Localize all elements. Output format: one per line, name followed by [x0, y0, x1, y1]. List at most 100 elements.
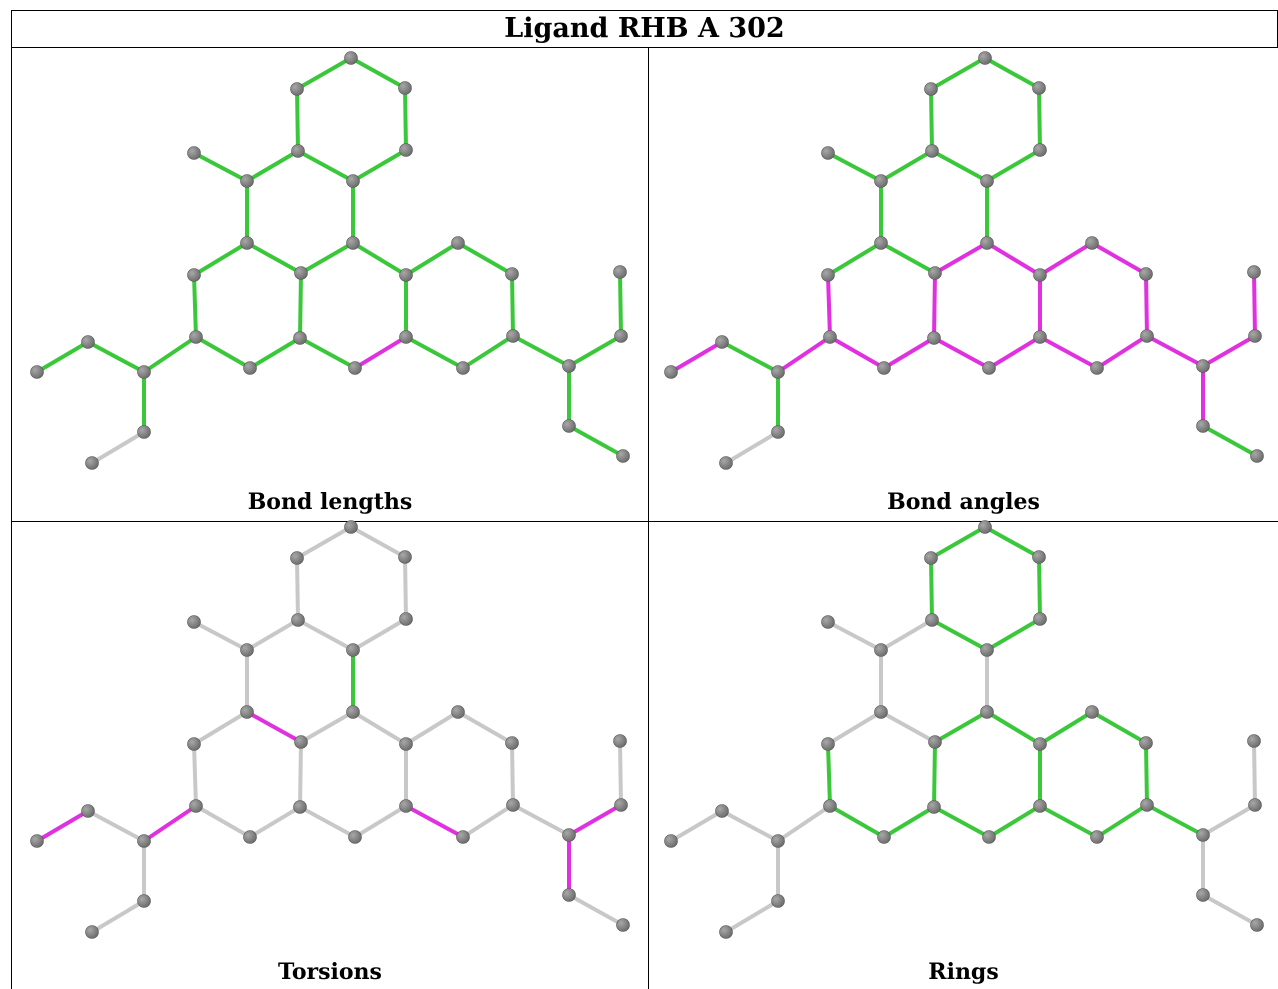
- bond: [567, 334, 623, 368]
- caption-bond-angles: Bond angles: [887, 489, 1040, 515]
- row-divider: [11, 521, 1278, 522]
- atom: [982, 830, 996, 844]
- bond: [567, 893, 625, 927]
- atom: [1085, 705, 1099, 719]
- atom: [614, 329, 628, 343]
- bond: [1201, 893, 1259, 927]
- bond: [295, 525, 353, 560]
- bond: [142, 804, 198, 843]
- bond: [932, 740, 937, 809]
- atom: [187, 268, 201, 282]
- bond: [933, 241, 989, 275]
- molecule-bond-angles: [664, 51, 1264, 470]
- atom: [137, 834, 151, 848]
- atom: [823, 799, 837, 813]
- bond: [882, 805, 936, 839]
- atom: [1032, 550, 1046, 564]
- atom: [927, 800, 941, 814]
- bond: [1144, 741, 1149, 807]
- atom: [85, 925, 99, 939]
- atom: [399, 612, 413, 626]
- atom: [613, 265, 627, 279]
- column-divider: [648, 47, 649, 989]
- atom: [614, 798, 628, 812]
- bond: [983, 56, 1041, 90]
- caption-bond-lengths: Bond lengths: [247, 489, 413, 515]
- atom: [874, 643, 888, 657]
- bond: [404, 241, 460, 277]
- atom: [925, 144, 939, 158]
- atom: [562, 828, 576, 842]
- bond: [669, 340, 724, 374]
- bond: [142, 335, 198, 374]
- bond: [456, 241, 514, 276]
- atom: [240, 236, 254, 250]
- atom: [187, 737, 201, 751]
- atom: [137, 365, 151, 379]
- bond: [245, 710, 303, 744]
- atom: [187, 615, 201, 629]
- atom: [978, 51, 992, 65]
- bond: [828, 335, 886, 370]
- bond: [404, 804, 465, 839]
- atom: [189, 799, 203, 813]
- atom: [399, 330, 413, 344]
- atom: [81, 335, 95, 349]
- atom: [137, 894, 151, 908]
- atom: [346, 174, 360, 188]
- bond: [669, 809, 724, 843]
- bond: [929, 87, 934, 153]
- atom: [823, 330, 837, 344]
- table-border-left: [11, 10, 12, 989]
- atom: [980, 643, 994, 657]
- atom: [189, 330, 203, 344]
- atom: [924, 82, 938, 96]
- bond: [933, 710, 989, 744]
- atom: [1247, 734, 1261, 748]
- atom: [240, 174, 254, 188]
- bond: [826, 151, 883, 183]
- bond: [882, 336, 936, 370]
- atom: [928, 735, 942, 749]
- panel-torsions: Torsions: [12, 520, 648, 989]
- bond: [929, 556, 934, 622]
- bond: [510, 741, 515, 807]
- bond: [1201, 424, 1259, 458]
- bond: [248, 805, 302, 839]
- table-border-top: [11, 10, 1278, 11]
- bond: [511, 334, 571, 368]
- atom: [1248, 798, 1262, 812]
- atom: [399, 268, 413, 282]
- bond: [192, 710, 249, 746]
- atom: [456, 361, 470, 375]
- atom: [348, 361, 362, 375]
- panel-bond-angles: Bond angles: [649, 48, 1278, 521]
- bond: [1252, 270, 1257, 338]
- bond: [1201, 334, 1257, 368]
- atom: [771, 365, 785, 379]
- atom: [399, 737, 413, 751]
- molecule-torsions: [30, 520, 630, 939]
- bond: [90, 899, 146, 934]
- atom: [1033, 143, 1047, 157]
- atom: [616, 449, 630, 463]
- bond: [826, 710, 883, 746]
- atom: [1090, 361, 1104, 375]
- bond: [987, 335, 1042, 370]
- atom: [1032, 81, 1046, 95]
- bond: [353, 804, 408, 839]
- bond: [776, 335, 832, 374]
- bond: [567, 424, 625, 458]
- bond: [987, 804, 1042, 839]
- bond: [618, 270, 623, 338]
- atom: [925, 613, 939, 627]
- bond: [828, 804, 886, 839]
- bond: [724, 899, 780, 934]
- atom: [1196, 828, 1210, 842]
- atom: [240, 643, 254, 657]
- atom: [291, 613, 305, 627]
- atom: [187, 146, 201, 160]
- bond: [194, 804, 252, 839]
- atom: [451, 236, 465, 250]
- bond: [295, 56, 353, 91]
